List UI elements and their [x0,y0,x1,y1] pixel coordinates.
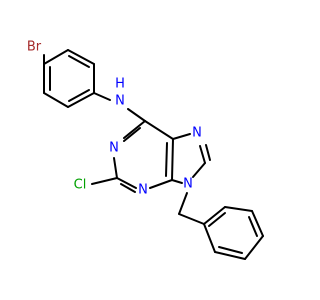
atom-n1: N [109,141,119,156]
bond-ph-c [251,210,264,237]
bond-c2-n3 [116,177,137,189]
bond-c5-c6 [144,120,174,140]
atom-chlorine: Cl [74,178,87,193]
bond-ph-e [214,251,246,260]
bond-layer [43,49,264,260]
bond-n7-c8-double [205,144,211,161]
bond-ring-b-double [68,55,90,68]
bond-ring-d-double [68,89,90,102]
bond-ph-c-double [248,216,258,237]
bond-ph-e-double [218,246,243,254]
bond-n3-c4 [149,179,173,189]
bond-ph-a-double [208,212,226,227]
structure-canvas: Br N H N N N N Cl [27,40,264,260]
atom-n9: N [183,177,193,192]
bond-ring-d [67,92,95,108]
bond-c4-c5-double [165,142,168,177]
atom-bromine: Br [27,40,42,55]
bond-c2-n3-double [120,183,136,193]
atom-amine-nitrogen: N [115,94,125,109]
bond-n9-ch2 [178,192,188,215]
bond-c-nh [93,92,111,101]
bond-c8-n9 [192,162,206,178]
bond-ph-a [203,206,226,225]
molecule-structure: Br N H N N N N Cl [27,40,264,260]
bond-n7-c8 [199,145,206,164]
bond-c6-n1-double [123,127,141,142]
bond-ring-e [43,92,69,108]
bond-n9-c4 [171,179,183,184]
bond-ph-f [203,223,216,253]
bond-c5-n7 [172,133,191,140]
atom-label-layer: Br N H N N N N Cl [27,40,202,198]
bond-ring-b [67,49,95,65]
bond-ph-d [244,235,264,260]
bond-c6-n1 [123,120,146,139]
bond-c2-cl [91,177,118,185]
atom-n7: N [192,126,202,141]
bond-ch2-ph [178,213,205,225]
atom-amine-hydrogen: H [115,77,125,92]
bond-n1-c2 [113,157,118,179]
bond-ph-b [224,206,253,212]
bond-nh-c6 [127,108,146,122]
atom-n3: N [138,183,148,198]
bond-ring-a [43,49,69,65]
bond-c4-c5 [171,138,174,181]
